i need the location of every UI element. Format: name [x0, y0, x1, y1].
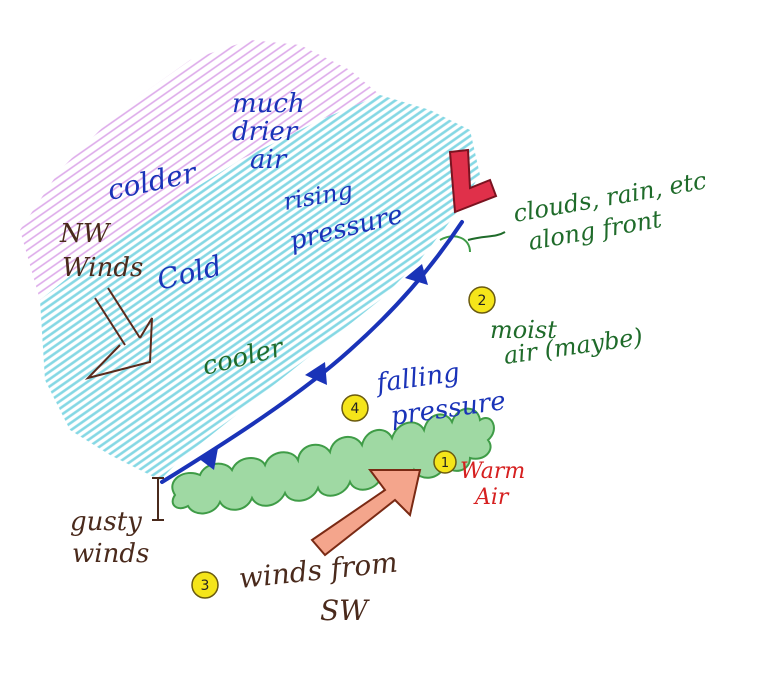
cold-air-region	[40, 95, 480, 480]
clouds-along-front	[171, 407, 495, 515]
label-drier: drier	[232, 117, 299, 147]
nw-wind-arrow	[84, 287, 153, 380]
cold-front-triangles	[198, 264, 428, 470]
label-air-warm: Air	[473, 485, 510, 510]
marker-2: 2	[468, 286, 496, 314]
clouds-band-top	[439, 235, 471, 253]
label-gusty: gusty	[70, 507, 142, 537]
label-winds-nw: Winds	[62, 253, 143, 283]
label-nw: NW	[59, 219, 112, 249]
svg-text:1: 1	[441, 456, 449, 471]
label-much: much	[232, 89, 305, 119]
label-warm: Warm	[460, 459, 525, 484]
low-pressure-L-symbol	[448, 148, 498, 214]
label-moist-line1: moist	[490, 316, 557, 344]
cold-front-line	[160, 220, 464, 484]
marker-4: 4	[341, 394, 369, 422]
label-air-top: air	[250, 145, 288, 175]
svg-text:3: 3	[201, 578, 210, 594]
gusty-bracket	[152, 477, 164, 521]
colder-air-region	[20, 40, 380, 300]
label-winds-from: winds from	[237, 545, 399, 594]
svg-text:2: 2	[478, 293, 487, 309]
warm-air-arrow	[310, 469, 422, 557]
clouds-pointer-line	[467, 231, 506, 241]
svg-text:4: 4	[351, 401, 360, 417]
marker-3: 3	[191, 571, 219, 599]
marker-1: 1	[433, 450, 457, 474]
label-winds-gusty: winds	[72, 539, 149, 569]
label-sw: SW	[320, 594, 370, 627]
